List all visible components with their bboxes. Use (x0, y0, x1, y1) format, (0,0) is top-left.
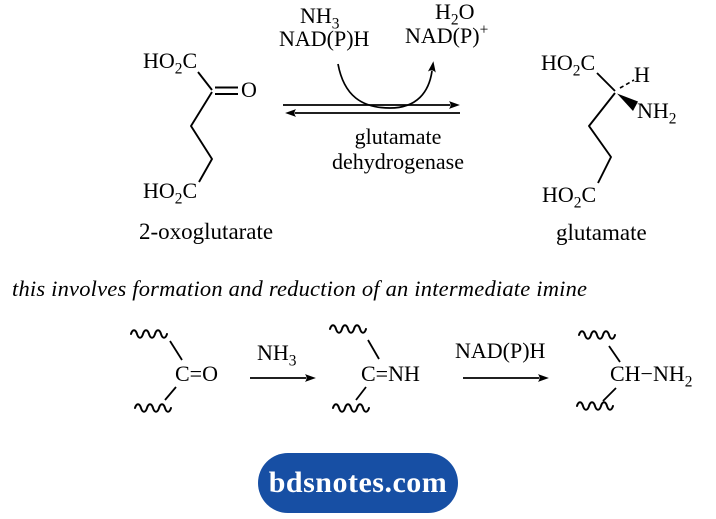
equilibrium-arrows (283, 101, 460, 117)
byproduct-water: H2O (435, 0, 475, 29)
product-name: glutamate (556, 220, 647, 245)
bdsnotes-badge-label: bdsnotes.com (268, 466, 448, 499)
mechanism-amine-formula: CH−NH2 (610, 361, 693, 391)
squiggle-bond (130, 329, 168, 339)
intermediate-imine-note: this involves formation and reduction of… (12, 276, 588, 301)
squiggle-bond (332, 403, 370, 413)
mechanism-step2-reagent: NAD(P)H (455, 338, 546, 363)
squiggle-bond (576, 401, 614, 411)
enzyme-name-line2: dehydrogenase (332, 149, 464, 174)
squiggle-bond (134, 403, 172, 413)
wedge-bond-to-nh2 (617, 93, 638, 111)
squiggle-bond (578, 330, 616, 340)
reagent-ammonia: NH3 (300, 3, 340, 33)
cofactor-curved-arrow (337, 61, 436, 109)
enzyme-name-line1: glutamate (354, 124, 442, 149)
substrate-carbonyl-oxygen: O (241, 77, 257, 102)
substrate-acid-top-formula: HO2C (143, 48, 198, 78)
dashed-bond-to-h (619, 79, 635, 89)
cofactor-in: NAD(P)H (279, 26, 370, 51)
oxoglutarate-skeleton (190, 71, 238, 183)
mechanism-step1-reagent: NH3 (257, 340, 297, 370)
cofactor-out: NAD(P)+ (405, 21, 489, 48)
product-alpha-hydrogen: H (634, 62, 650, 87)
mechanism-bonds (164, 339, 621, 402)
mechanism-imine-formula: C=NH (361, 361, 420, 386)
bdsnotes-badge[interactable]: bdsnotes.com (258, 453, 458, 513)
glutamate-skeleton (588, 72, 638, 184)
product-acid-top-formula: HO2C (541, 50, 596, 80)
enzyme-name: glutamate dehydrogenase (283, 124, 513, 174)
product-acid-bottom-formula: HO2C (542, 182, 597, 212)
substrate-name: 2-oxoglutarate (139, 219, 274, 244)
substrate-acid-bottom-formula: HO2C (143, 178, 198, 208)
product-amine-group: NH2 (637, 98, 677, 128)
mechanism-ketone-formula: C=O (175, 361, 218, 386)
squiggle-bond (329, 324, 367, 334)
